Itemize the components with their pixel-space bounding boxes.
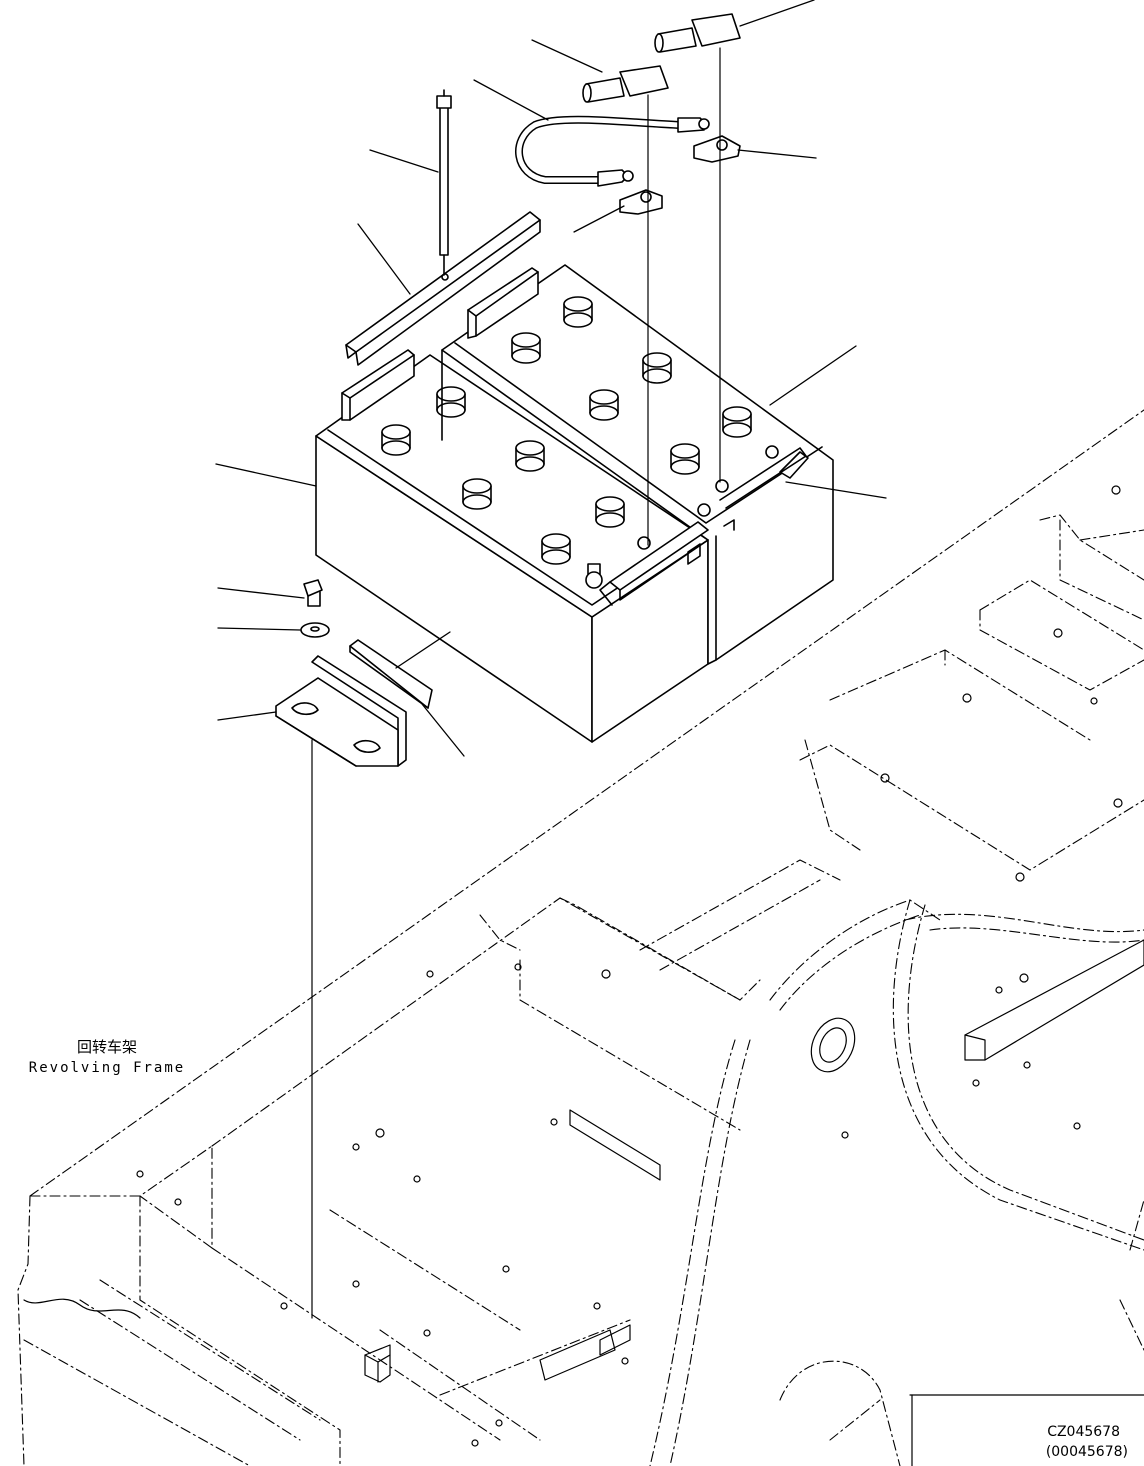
frame-plates: [23, 939, 1144, 1466]
rubber-pad: [349, 639, 433, 709]
battery-rear: [441, 264, 834, 665]
hold-down-bar: [345, 211, 541, 366]
frame-holes: [136, 485, 1123, 1447]
frame-label-english: Revolving Frame: [28, 1060, 186, 1076]
terminal-covers: [585, 445, 809, 606]
battery-front: [315, 349, 709, 743]
jumper-cable: [515, 115, 710, 187]
routing-lines: [647, 47, 721, 546]
drawing-code-secondary: (00045678): [1045, 1444, 1128, 1460]
terminal-caps: [582, 13, 741, 103]
leader-lines: [215, 0, 887, 757]
drawing-code: CZ045678: [1047, 1424, 1120, 1440]
bolt: [303, 579, 323, 607]
bracket: [275, 655, 407, 767]
washer: [300, 622, 330, 638]
revolving-frame: [17, 409, 1144, 1466]
frame-label-chinese: 回转车架: [76, 1038, 137, 1056]
j-bolt: [436, 89, 452, 276]
terminal-clamps: [619, 135, 741, 215]
